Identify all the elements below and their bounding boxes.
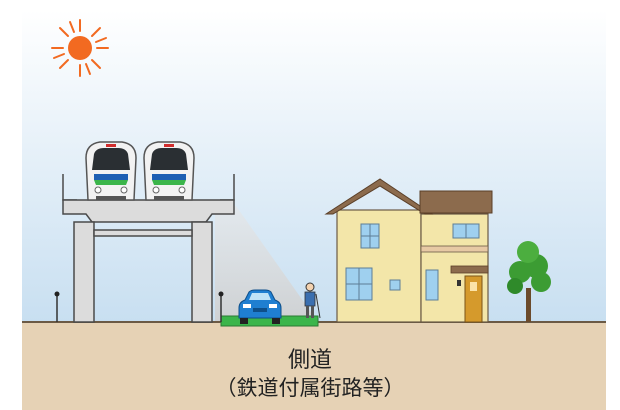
viaduct bbox=[62, 174, 235, 323]
caption-title: 側道 bbox=[287, 348, 332, 373]
street-posts bbox=[56, 294, 222, 322]
post-cap bbox=[218, 291, 224, 297]
car-icon bbox=[238, 289, 282, 324]
person-icon bbox=[304, 282, 321, 319]
post-cap bbox=[54, 291, 60, 297]
tree-icon bbox=[507, 241, 551, 322]
house-icon bbox=[324, 178, 493, 323]
viaduct-shadow bbox=[215, 206, 318, 322]
ground bbox=[22, 322, 606, 410]
train-icon bbox=[85, 141, 137, 201]
sun-icon bbox=[51, 19, 109, 77]
caption-subtitle: （鉄道付属街路等） bbox=[215, 376, 405, 400]
train-icon bbox=[143, 141, 195, 201]
